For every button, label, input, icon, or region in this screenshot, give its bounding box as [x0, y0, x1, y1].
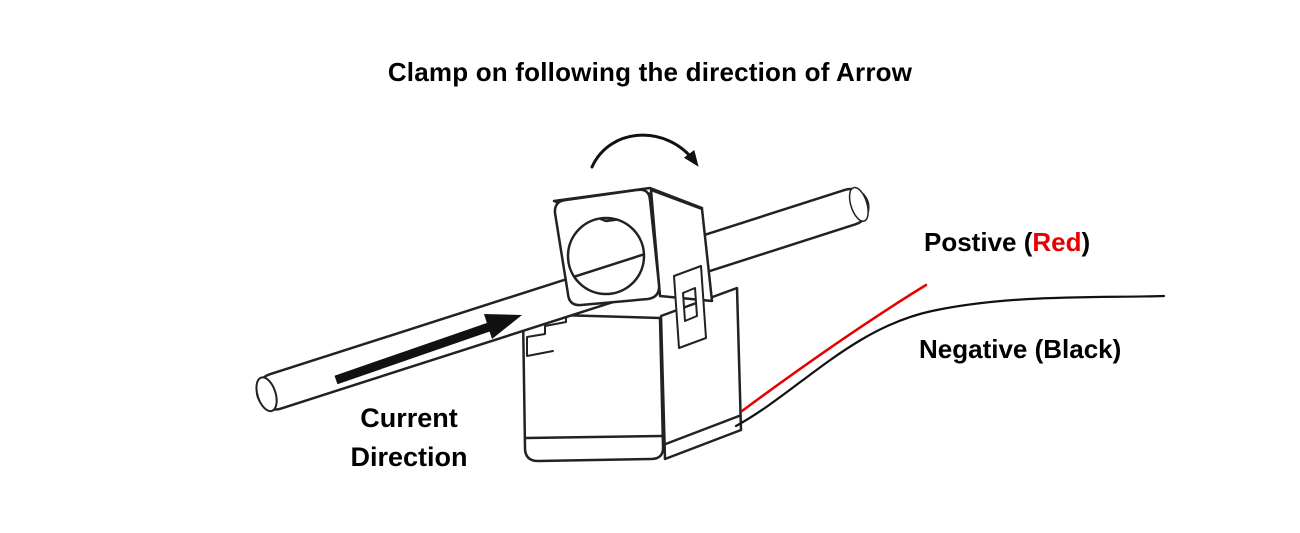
clamp-base-front-seam — [524, 434, 664, 440]
positive-label-highlight: Red — [1032, 227, 1082, 257]
positive-label-prefix: Postive ( — [924, 227, 1033, 257]
diagram-title: Clamp on following the direction of Arro… — [387, 57, 913, 87]
clamp-base-right-seam — [661, 414, 741, 447]
negative-wire — [734, 294, 1166, 428]
clamp-lid-front-face — [553, 188, 661, 307]
clamp-base-clip — [526, 308, 567, 357]
cable-right-end-cap — [848, 186, 869, 222]
rotation-arrow-arc — [590, 133, 697, 169]
current-direction-line2: Direction — [350, 442, 468, 472]
cable-left-end-cap — [255, 376, 278, 413]
clamp-base-front-face — [521, 312, 665, 463]
rotation-arrow-icon — [590, 133, 699, 169]
positive-label-suffix: ) — [1081, 227, 1091, 257]
current-direction-line1: Current — [360, 403, 458, 433]
clamp-lid — [552, 186, 714, 349]
negative-wire-label: Negative (Black) — [919, 334, 1122, 364]
current-direction-label: Current Direction — [309, 399, 509, 477]
clamp-latch — [673, 265, 707, 349]
positive-wire-label: Postive (Red) — [924, 227, 1090, 258]
current-arrow-shaft — [334, 322, 491, 385]
current-arrow-head — [484, 314, 522, 339]
current-direction-arrow-icon — [334, 314, 522, 385]
positive-wire — [740, 283, 928, 413]
rotation-arrow-head — [683, 150, 699, 167]
